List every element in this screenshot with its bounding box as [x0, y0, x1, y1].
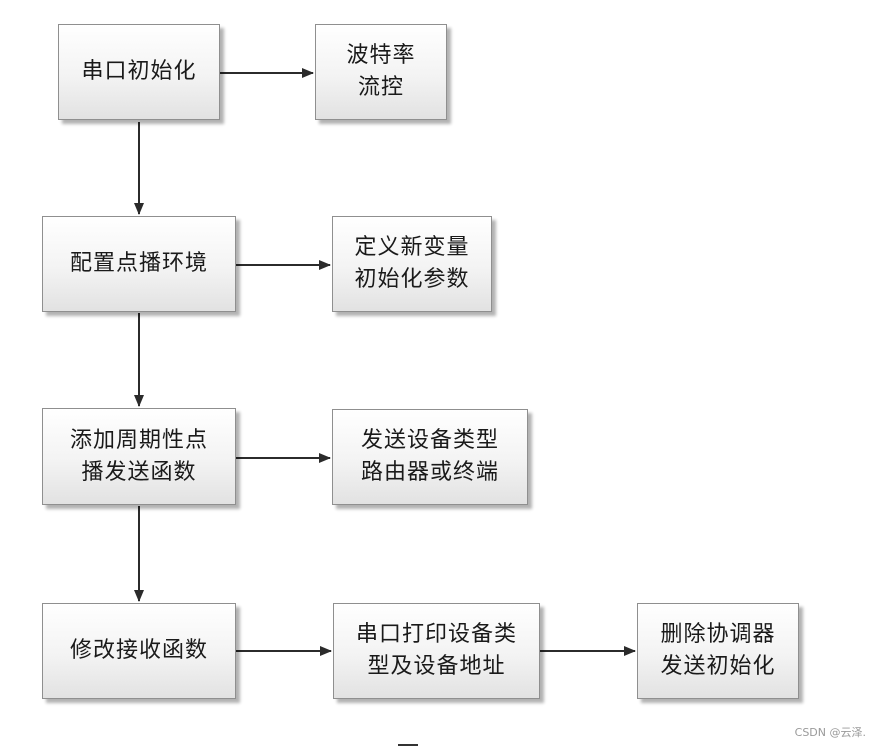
node-define-vars: 定义新变量 初始化参数: [332, 216, 492, 312]
node-print-type: 串口打印设备类 型及设备地址: [333, 603, 540, 699]
node-send-type-line-1: 发送设备类型: [360, 428, 499, 453]
node-delete-coord-line-2: 发送初始化: [660, 654, 776, 679]
node-serial-init: 串口初始化: [58, 24, 220, 120]
node-delete-coord-line-1: 删除协调器: [660, 622, 776, 647]
csdn-watermark: CSDN @云泽.: [794, 726, 866, 739]
node-add-periodic-line-2: 播发送函数: [81, 459, 197, 485]
node-modify-recv-line-1: 修改接收函数: [69, 638, 208, 663]
node-baud-flow: 波特率 流控: [315, 24, 447, 120]
node-baud-flow-line-2: 流控: [357, 75, 404, 100]
node-add-periodic: 添加周期性点 播发送函数: [42, 408, 236, 505]
node-add-periodic-line-1: 添加周期性点: [69, 427, 208, 453]
node-config-env: 配置点播环境: [42, 216, 236, 312]
cropped-caption-mark: [398, 744, 418, 746]
node-modify-recv: 修改接收函数: [42, 603, 236, 699]
node-print-type-line-2: 型及设备地址: [367, 654, 506, 679]
node-define-vars-line-1: 定义新变量: [354, 235, 470, 260]
node-baud-flow-line-1: 波特率: [346, 43, 416, 68]
node-define-vars-line-2: 初始化参数: [354, 267, 470, 292]
node-send-type: 发送设备类型 路由器或终端: [332, 409, 528, 505]
node-send-type-line-2: 路由器或终端: [360, 460, 499, 485]
node-config-env-line-1: 配置点播环境: [69, 251, 208, 276]
node-serial-init-line-1: 串口初始化: [81, 59, 197, 84]
node-print-type-line-1: 串口打印设备类: [355, 622, 517, 647]
node-delete-coord: 删除协调器 发送初始化: [637, 603, 799, 699]
